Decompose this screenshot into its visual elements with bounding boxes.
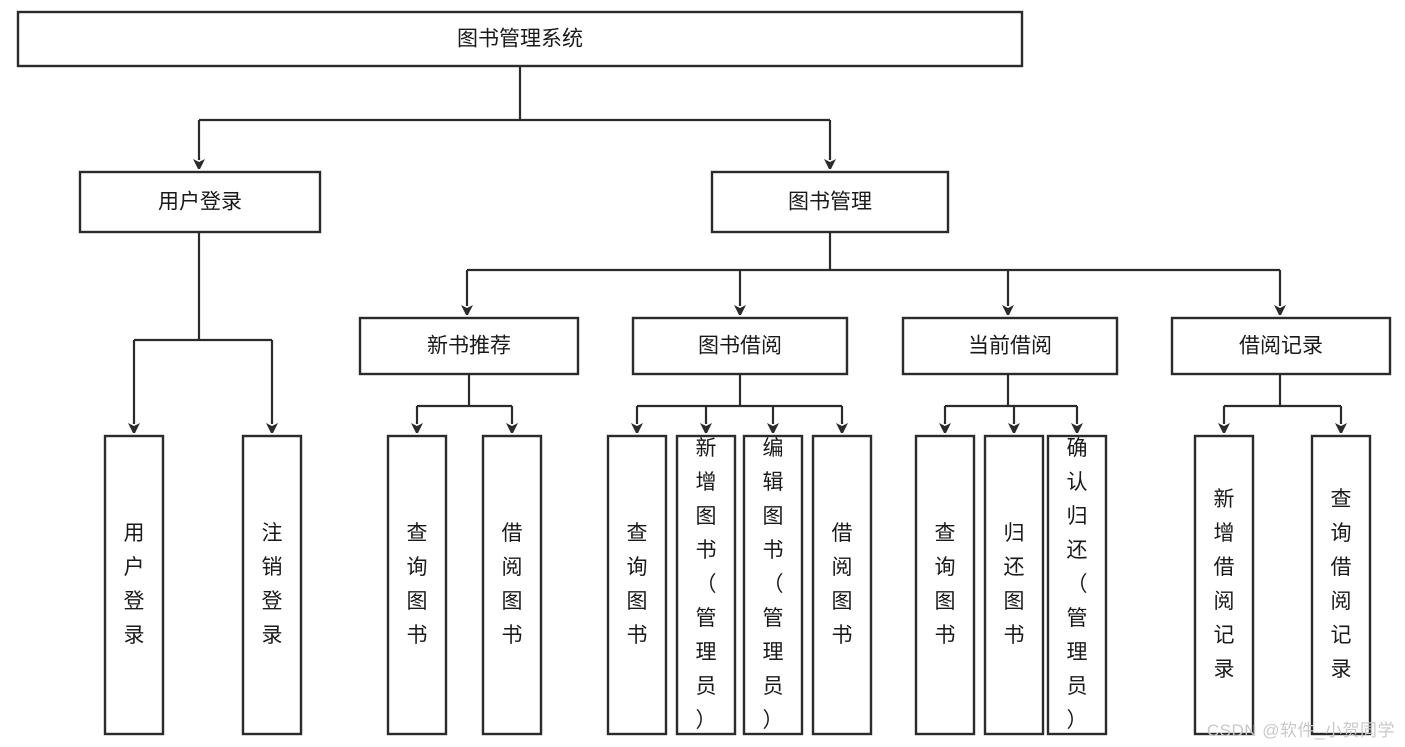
leaf-node-label: 查询图书	[627, 522, 648, 647]
connector-group-book-mgmt	[467, 232, 1280, 306]
leaf-node-label: 编辑图书（管理员）	[763, 437, 784, 732]
leaf-node-logout-1[interactable]: 注销登录	[241, 434, 303, 736]
node-book-management-box[interactable]	[710, 170, 950, 234]
node-new-book-recommend-label: 新书推荐	[427, 335, 511, 358]
node-book-borrow-label: 图书借阅	[698, 335, 782, 358]
leaf-node-label: 查询借阅记录	[1331, 488, 1352, 681]
node-new-book-recommend[interactable]: 新书推荐	[358, 316, 580, 376]
leaf-node-return-book-9[interactable]: 归还图书	[983, 434, 1045, 736]
leaf-node-query-book-2[interactable]: 查询图书	[386, 434, 448, 736]
leaf-node-query-book-4[interactable]: 查询图书	[606, 434, 668, 736]
leaf-node-query-borrow-record-12[interactable]: 查询借阅记录	[1310, 434, 1372, 736]
connector-group-user-login	[134, 232, 272, 424]
node-current-borrow-box[interactable]	[901, 316, 1119, 376]
node-root-system[interactable]: 图书管理系统	[16, 10, 1024, 68]
leaf-node-box[interactable]	[481, 434, 543, 736]
connector-group-current-borrow	[945, 374, 1077, 424]
leaf-node-label: 借阅图书	[832, 522, 853, 647]
leaf-node-confirm-return-admin-10[interactable]: 确认归还（管理员）	[1046, 434, 1108, 736]
leaf-node-box[interactable]	[742, 434, 804, 736]
node-user-login-label: 用户登录	[158, 191, 242, 214]
node-current-borrow-label: 当前借阅	[968, 335, 1052, 358]
leaf-node-box[interactable]	[606, 434, 668, 736]
leaf-node-label: 查询图书	[407, 522, 428, 647]
leaf-node-box[interactable]	[103, 434, 165, 736]
node-borrow-record-label: 借阅记录	[1239, 335, 1323, 358]
leaf-node-box[interactable]	[914, 434, 976, 736]
leaf-node-label: 查询图书	[935, 522, 956, 647]
node-user-login[interactable]: 用户登录	[78, 170, 322, 234]
connector-group-root	[199, 66, 830, 160]
leaf-node-user-login-0[interactable]: 用户登录	[103, 434, 165, 736]
leaf-node-box[interactable]	[1046, 434, 1108, 736]
node-book-management-label: 图书管理	[788, 191, 872, 214]
leaf-node-label: 借阅图书	[502, 522, 523, 647]
leaf-node-borrow-book-3[interactable]: 借阅图书	[481, 434, 543, 736]
leaf-node-box[interactable]	[675, 434, 737, 736]
node-new-book-recommend-box[interactable]	[358, 316, 580, 376]
leaf-node-add-borrow-record-11[interactable]: 新增借阅记录	[1193, 434, 1255, 736]
leaf-node-box[interactable]	[241, 434, 303, 736]
connector-group-new-book-rec	[417, 374, 512, 424]
connector-group-borrow-record	[1224, 374, 1341, 424]
node-user-login-box[interactable]	[78, 170, 322, 234]
leaf-node-box[interactable]	[1310, 434, 1372, 736]
leaf-node-box[interactable]	[1193, 434, 1255, 736]
node-borrow-record[interactable]: 借阅记录	[1170, 316, 1392, 376]
connector-group-book-borrow	[637, 374, 842, 424]
leaf-node-box[interactable]	[811, 434, 873, 736]
leaf-node-edit-book-admin-6[interactable]: 编辑图书（管理员）	[742, 434, 804, 736]
leaf-node-label: 注销登录	[262, 522, 283, 647]
node-book-borrow-box[interactable]	[631, 316, 849, 376]
leaf-node-layer: 用户登录 注销登录 查询图书 借阅图书 查询图书 新增图书（管理员） 编辑图书（管理员） 借阅…	[103, 434, 1372, 736]
node-borrow-record-box[interactable]	[1170, 316, 1392, 376]
leaf-node-label: 用户登录	[124, 522, 145, 647]
leaf-node-box[interactable]	[386, 434, 448, 736]
leaf-node-box[interactable]	[983, 434, 1045, 736]
leaf-node-label: 确认归还（管理员）	[1067, 437, 1088, 732]
node-book-management[interactable]: 图书管理	[710, 170, 950, 234]
leaf-node-query-book-8[interactable]: 查询图书	[914, 434, 976, 736]
leaf-node-label: 归还图书	[1004, 522, 1025, 647]
node-current-borrow[interactable]: 当前借阅	[901, 316, 1119, 376]
node-book-borrow[interactable]: 图书借阅	[631, 316, 849, 376]
leaf-node-label: 新增借阅记录	[1214, 488, 1235, 681]
leaf-node-borrow-book-7[interactable]: 借阅图书	[811, 434, 873, 736]
leaf-node-add-book-admin-5[interactable]: 新增图书（管理员）	[675, 434, 737, 736]
node-root-system-box[interactable]	[16, 10, 1024, 68]
leaf-node-label: 新增图书（管理员）	[696, 437, 717, 732]
node-root-system-label: 图书管理系统	[457, 28, 583, 51]
